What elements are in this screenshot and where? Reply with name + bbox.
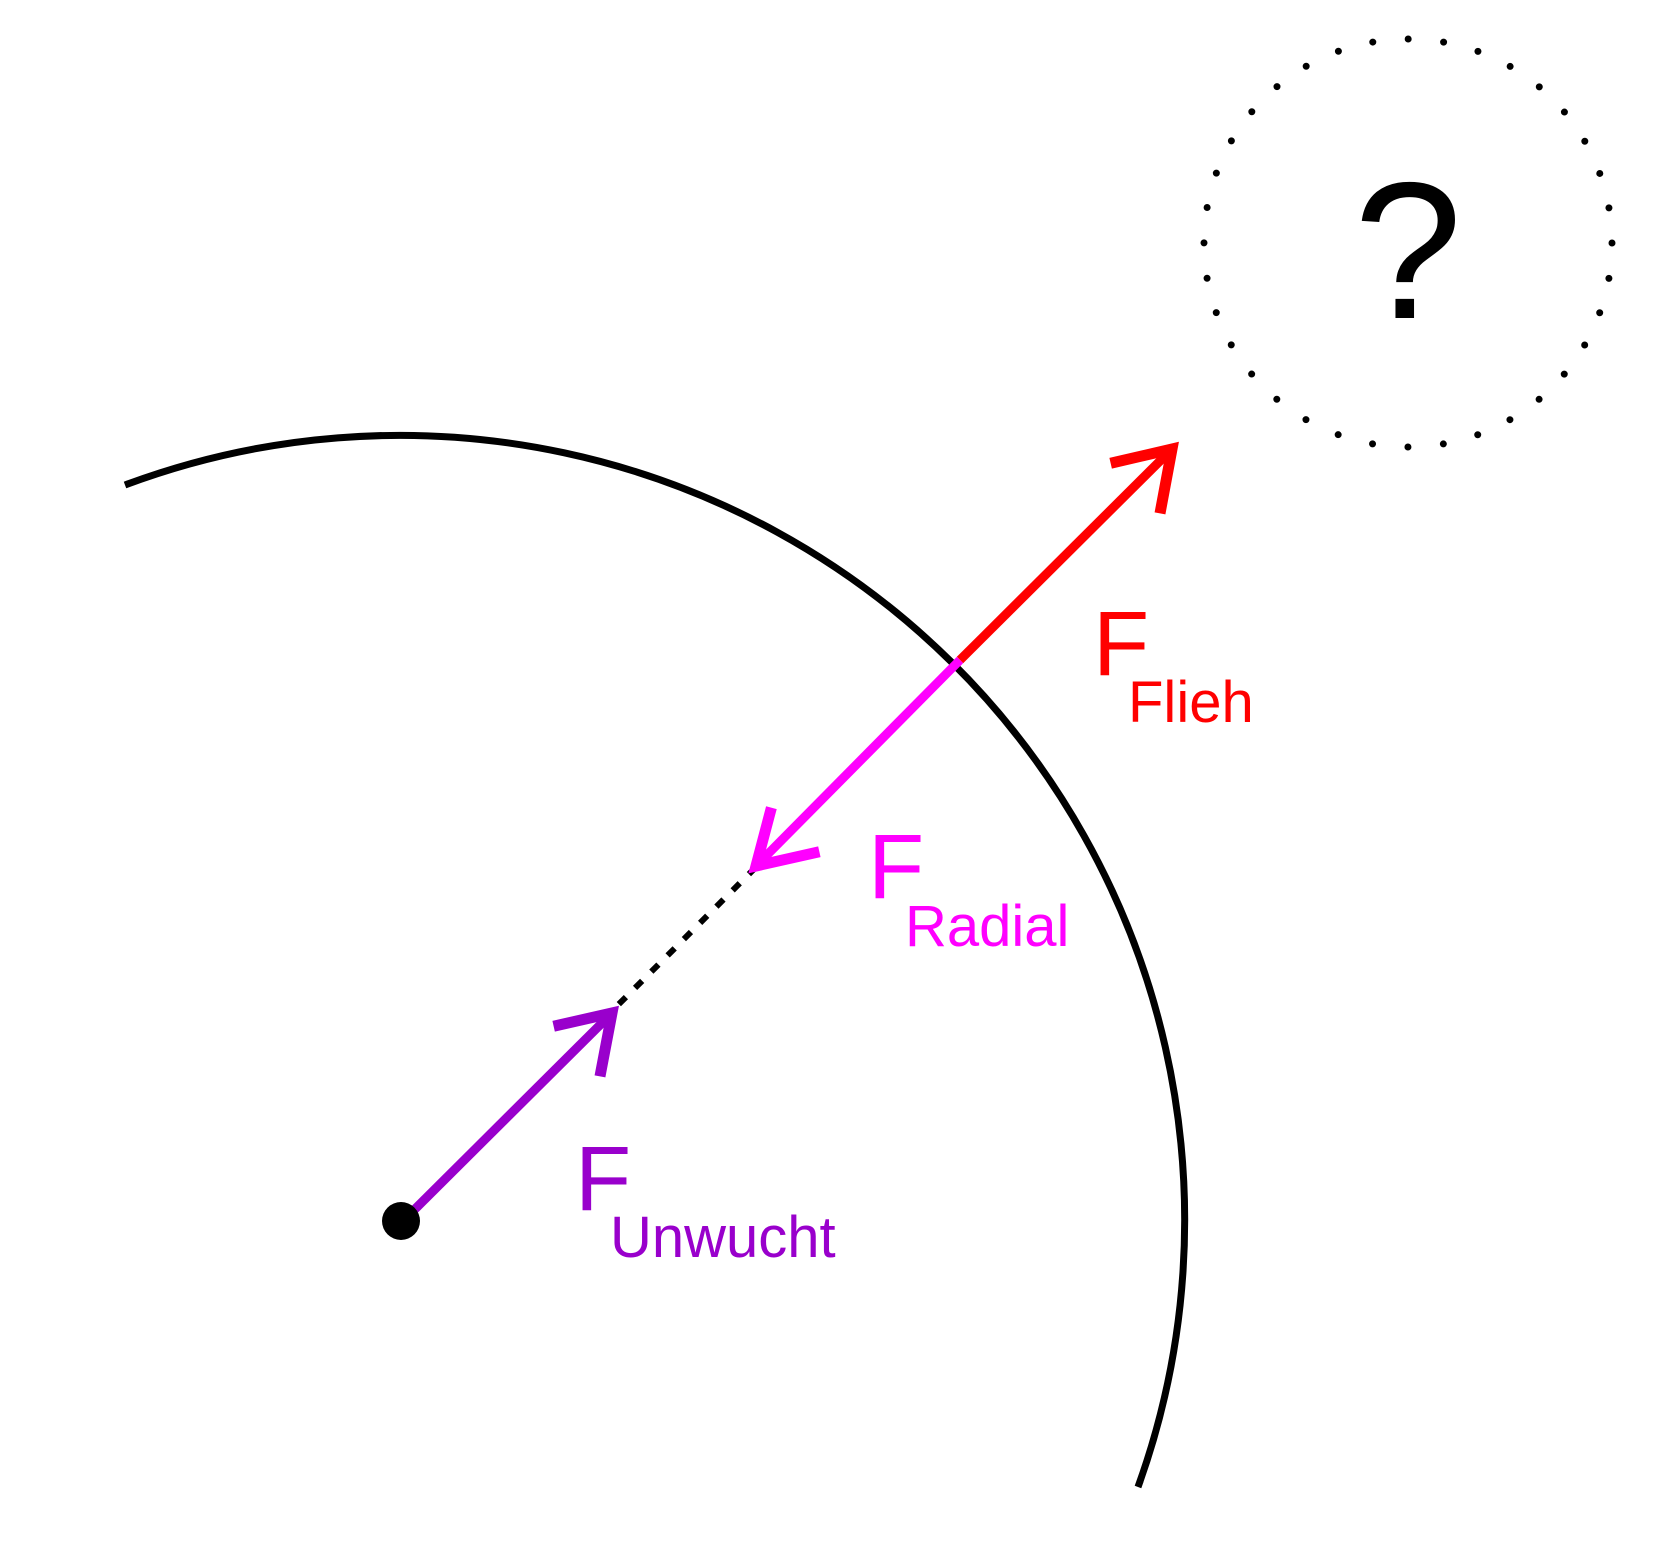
radial-label: F Radial [868, 816, 1069, 959]
unwucht-label-main: F [575, 1128, 631, 1230]
question-mark: ? [1354, 142, 1462, 360]
unwucht-label: F Unwucht [575, 1128, 836, 1270]
unwucht-label-sub: Unwucht [610, 1205, 836, 1270]
flieh-label: F Flieh [1093, 593, 1254, 735]
radial-label-sub: Radial [905, 894, 1069, 959]
radial-label-main: F [868, 816, 924, 918]
dotted-connector [612, 864, 759, 1011]
radial-force-arrow [748, 656, 964, 874]
flieh-label-main: F [1093, 593, 1149, 695]
unwucht-force-arrow [398, 1005, 619, 1226]
flieh-label-sub: Flieh [1128, 670, 1254, 735]
unknown-object-circle [1200, 35, 1616, 451]
flieh-force-arrow [956, 441, 1179, 664]
pivot-dot [382, 1202, 420, 1240]
